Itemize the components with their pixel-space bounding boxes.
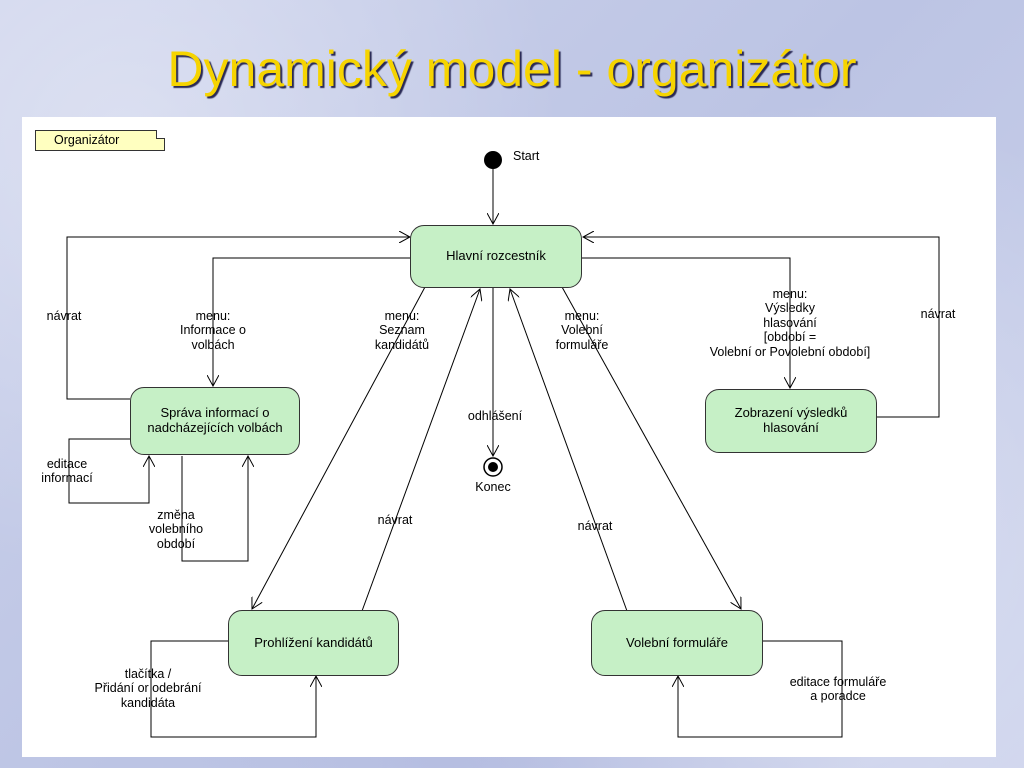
state-diagram: Organizátor Start Konec Hlavní rozcestní… [22,117,996,757]
label-navrat-formulare: návrat [577,519,613,533]
transition-editace-informaci [68,438,149,504]
label-zmena-obdobi: změna volebního období [148,508,204,551]
transition-navrat-formulare [510,289,628,612]
transition-navrat-prohlizeni [361,289,480,612]
label-menu-seznam: menu: Seznam kandidátů [374,309,430,352]
transition-navrat-left [66,237,410,400]
start-label: Start [513,149,540,163]
label-navrat-right: návrat [920,307,956,321]
start-node [484,151,502,169]
label-navrat-left: návrat [46,309,82,323]
label-editace-informaci: editace informací [41,457,93,486]
state-sprava-informaci: Správa informací o nadcházejících volbác… [130,387,300,455]
transition-zmena-obdobi [181,456,248,562]
transition-lines [66,151,940,738]
transition-menu-vysledky [582,257,790,388]
end-node-inner [488,462,498,472]
transition-editace-formulare [678,640,843,738]
transition-navrat-right [583,237,940,418]
note-organizator: Organizátor [35,130,165,151]
label-odhlaseni: odhlášení [467,409,523,423]
state-hlavni-rozcestnik: Hlavní rozcestník [410,225,582,288]
label-menu-informace: menu: Informace o volbách [179,309,246,352]
label-navrat-prohlizeni: návrat [377,513,413,527]
label-menu-vysledky: menu: Výsledky hlasování [období = Voleb… [709,287,871,359]
transition-menu-volebni [561,286,741,609]
state-volebni-formulare: Volební formuláře [591,610,763,676]
label-editace-formulare: editace formuláře a poradce [789,675,887,704]
note-fold-corner [156,130,165,139]
label-tlacitka: tlačítka / Přidání or odebrání kandidáta [94,667,202,710]
transition-menu-informace [213,257,410,386]
state-zobrazeni-vysledku: Zobrazení výsledků hlasování [705,389,877,453]
note-text: Organizátor [54,133,120,147]
end-label: Konec [475,480,511,494]
label-menu-volebni: menu: Volební formuláře [555,309,609,352]
state-prohlizeni-kandidatu: Prohlížení kandidátů [228,610,399,676]
transition-menu-seznam [252,286,426,609]
transition-tlacitka [150,640,316,738]
slide-title: Dynamický model - organizátor [167,41,857,97]
